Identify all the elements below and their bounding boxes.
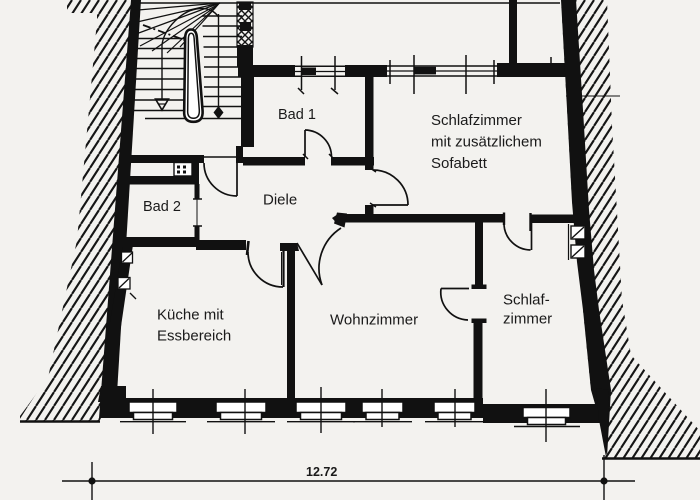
svg-text:Küche mit: Küche mit (157, 307, 225, 324)
svg-text:Schlafzimmer: Schlafzimmer (431, 112, 522, 129)
svg-text:Sofabett: Sofabett (431, 155, 488, 172)
svg-text:Schlaf-: Schlaf- (503, 292, 550, 309)
svg-text:Diele: Diele (263, 192, 297, 209)
svg-text:Wohnzimmer: Wohnzimmer (330, 312, 418, 329)
svg-text:Bad 2: Bad 2 (143, 199, 181, 215)
svg-text:zimmer: zimmer (503, 311, 552, 328)
svg-text:mit zusätzlichem: mit zusätzlichem (431, 134, 542, 151)
svg-text:Essbereich: Essbereich (157, 328, 231, 345)
svg-text:Bad 1: Bad 1 (278, 107, 316, 123)
svg-text:12.72: 12.72 (306, 465, 337, 479)
